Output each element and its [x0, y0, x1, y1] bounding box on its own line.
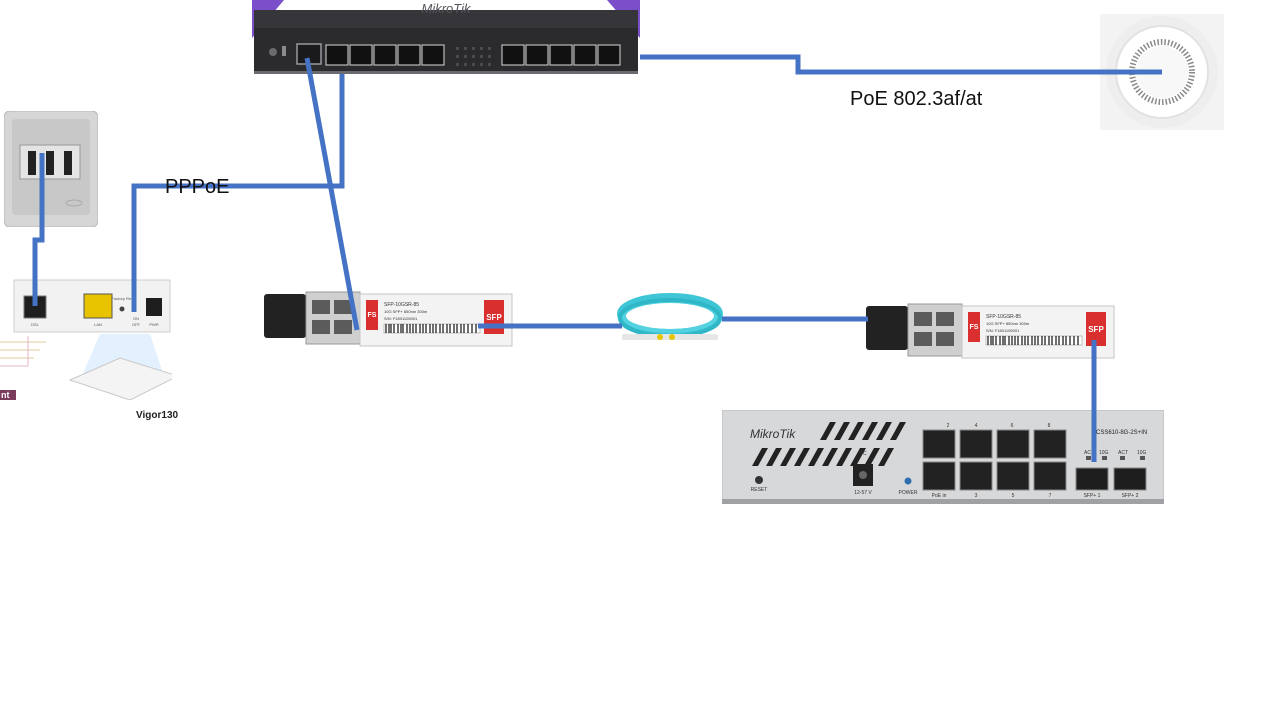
modem-power-jack	[146, 298, 162, 316]
sfp-right-tag-box	[1086, 312, 1106, 346]
fiber-patch-cable	[617, 293, 723, 340]
switch-reset-label: RESET	[751, 487, 768, 493]
sfp-module-right: FS SFP-10GSR-85 10G SFP+ 850nm 300m S/N:…	[866, 303, 1115, 359]
switch-speed-2: 10G	[1137, 450, 1147, 456]
modem-dsl-label: DSL	[31, 322, 40, 327]
cable-poe	[640, 54, 1162, 75]
modem-reset-label: Factory Reset	[112, 296, 138, 301]
modem-lan-label: LAN	[94, 322, 102, 327]
poe-label: PoE 802.3af/at	[850, 88, 983, 110]
switch-dc-label: DC	[859, 451, 867, 457]
switch-sfp2-label: SFP+ 2	[1122, 493, 1139, 499]
modem-lan-port	[83, 293, 113, 319]
router-reset-button	[282, 46, 286, 56]
sfp-right-serial: S/N: F1801105001	[986, 328, 1020, 333]
switch-stripes	[752, 422, 906, 466]
sfp-left-model: SFP-10GSR-85	[384, 302, 419, 308]
switch-act-2: ACT	[1118, 450, 1128, 456]
switch-port-label-2: 2	[947, 423, 950, 429]
router-brand: MikroTik	[422, 1, 472, 16]
switch-sfp1-label: SFP+ 1	[1084, 493, 1101, 499]
modem-device-body	[68, 357, 172, 400]
switch-port-label-poe: PoE in	[932, 493, 947, 499]
ap-led-ring	[1129, 39, 1195, 105]
switch-port-label-5: 5	[1012, 493, 1015, 499]
dsl-modem: DSL LAN Factory Reset ON OFF PWR	[0, 279, 172, 400]
switch-sfp2-cage	[1113, 467, 1147, 491]
switch-power-label: POWER	[899, 490, 918, 496]
wireless-access-point	[1100, 14, 1224, 130]
switch-port-label-4: 4	[975, 423, 978, 429]
socket-jack-2	[46, 151, 54, 175]
switch-model: CSS610-8G-2S+IN	[1096, 430, 1147, 436]
sfp-right-spec: 10G SFP+ 850nm 300m	[986, 321, 1030, 326]
router-sfp-cage	[296, 43, 322, 65]
sfp-switch: MikroTik RESET DC 12-57 V POWER 2 4 6 8	[722, 410, 1164, 504]
sfp-right-logo: FS	[970, 324, 979, 331]
phone-wall-socket	[4, 111, 98, 227]
modem-pwr-label: PWR	[149, 322, 158, 327]
switch-port-label-7: 7	[1049, 493, 1052, 499]
switch-brand: MikroTik	[750, 427, 796, 441]
switch-port-label-3: 3	[975, 493, 978, 499]
router-ports-left	[325, 44, 445, 66]
vigor-label: Vigor130	[136, 410, 179, 421]
sfp-left-tag: SFP	[486, 313, 502, 322]
pppoe-label: PPPoE	[165, 176, 230, 198]
router-power-jack	[269, 48, 277, 56]
sfp-module-left: FS SFP-10GSR-85 10G SFP+ 850nm 300m S/N:…	[264, 291, 513, 347]
cut-label-box	[0, 390, 16, 400]
router-ports-right	[501, 44, 621, 66]
sfp-right-model: SFP-10GSR-85	[986, 314, 1021, 320]
switch-reset-button	[755, 476, 763, 484]
switch-power-led	[904, 477, 912, 485]
switch-port-label-8: 8	[1048, 423, 1051, 429]
modem-on-label: ON	[133, 316, 139, 321]
switch-voltage: 12-57 V	[854, 490, 872, 496]
modem-off-label: OFF	[132, 322, 141, 327]
sfp-right-logo-box	[968, 312, 980, 342]
modem-reset-button	[119, 306, 125, 312]
sfp-left-barcode	[385, 324, 477, 333]
sfp-left-bail	[264, 294, 306, 338]
sfp-right-bail	[866, 306, 908, 350]
socket-jack-1	[28, 151, 36, 175]
sfp-right-barcode	[987, 336, 1079, 345]
switch-ethernet-ports	[922, 429, 1067, 491]
sfp-left-logo: FS	[368, 312, 377, 319]
sfp-left-serial: S/N: F1801105001	[384, 316, 418, 321]
sfp-right-tag: SFP	[1088, 325, 1104, 334]
switch-act-1: ACT	[1084, 450, 1094, 456]
modem-dsl-port	[23, 295, 47, 319]
sfp-left-logo-box	[366, 300, 378, 330]
switch-sfp1-cage	[1075, 467, 1109, 491]
router-top-panel	[254, 10, 638, 28]
sfp-left-spec: 10G SFP+ 850nm 300m	[384, 309, 428, 314]
cut-label-text: nt	[1, 390, 10, 400]
router-led-grid	[456, 47, 491, 66]
core-router: MikroTik	[252, 0, 640, 74]
switch-speed-1: 10G	[1099, 450, 1109, 456]
switch-port-label-6: 6	[1011, 423, 1014, 429]
socket-jack-3	[64, 151, 72, 175]
